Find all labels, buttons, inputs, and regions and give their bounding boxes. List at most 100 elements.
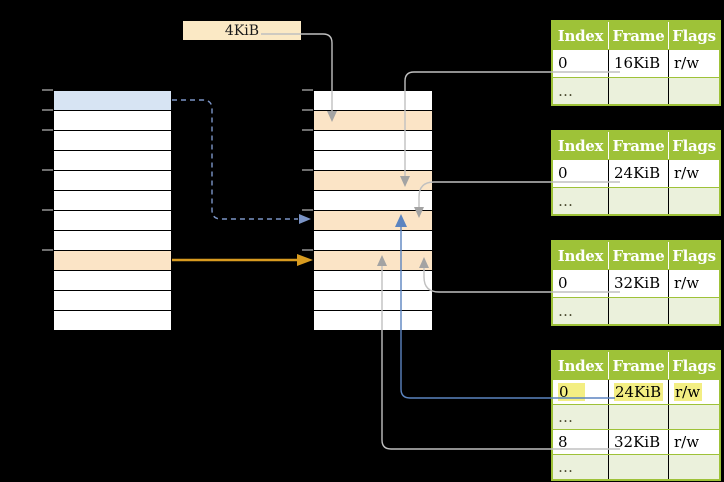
memory-cell-white [54,131,171,151]
table-cell: r/w [668,160,719,187]
table-cell [608,297,668,324]
memory-cell-white [54,271,171,291]
table-cell: 16KiB [608,50,668,77]
table-row: … [553,454,719,479]
table-cell [668,297,719,324]
arrow-virtual-to-physical-dashed [172,99,311,224]
table-cell: r/w [668,430,719,454]
table-cell [608,77,668,104]
column-header: Frame [608,242,668,269]
table-cell: … [558,191,573,210]
table-cell: 0 [558,274,568,293]
table-cell: … [558,408,573,426]
column-header: Flags [668,132,719,159]
table-cell [608,455,668,479]
table-cell: 32KiB [608,430,668,454]
table-row: … [553,186,719,214]
table-cell: … [558,81,573,100]
table-cell: 8 [558,433,568,451]
column-header: Index [557,136,604,155]
physical-memory-column [313,90,433,331]
highlighted-value: 24KiB [614,383,664,401]
table-cell: 0 [553,380,608,404]
address-tick [42,249,53,251]
memory-cell-white [54,211,171,231]
memory-cell-orange [314,211,432,231]
table-cell: … [558,301,573,320]
column-header: Frame [608,352,668,379]
page-size-text: 4KiB [224,22,260,39]
table-cell: 24KiB [608,160,668,187]
address-tick [302,109,313,111]
address-tick [42,109,53,111]
table-cell [668,455,719,479]
memory-cell-white [314,231,432,251]
memory-cell-white [54,111,171,131]
table-cell: r/w [668,270,719,297]
column-header: Flags [668,242,719,269]
memory-cell-blue [54,91,171,111]
address-tick [302,89,313,91]
column-header: Index [557,356,604,375]
column-header: Flags [668,22,719,49]
address-tick [302,129,313,131]
table-row: … [553,296,719,324]
address-tick [302,249,313,251]
highlighted-value: 0 [558,383,585,401]
memory-cell-white [314,311,432,330]
column-header: Index [557,246,604,265]
table-cell: 24KiB [608,380,668,404]
table-cell: r/w [668,380,719,404]
column-header: Frame [608,22,668,49]
table-cell [608,405,668,429]
memory-cell-white [54,291,171,311]
memory-cell-orange [314,111,432,131]
column-header: Flags [668,352,719,379]
table-cell: 0 [558,54,568,73]
virtual-memory-column [53,90,172,331]
memory-cell-orange [54,251,171,271]
table-row: 0 24KiB r/w [553,379,719,404]
memory-cell-white [54,231,171,251]
memory-cell-white [314,271,432,291]
table-cell: 32KiB [608,270,668,297]
table-cell: … [558,458,573,476]
memory-cell-white [314,91,432,111]
memory-cell-white [314,291,432,311]
address-tick [302,169,313,171]
memory-cell-white [54,191,171,211]
address-tick [42,129,53,131]
address-tick [302,209,313,211]
page-size-label: 4KiB [183,21,301,40]
address-tick [42,89,53,91]
table-cell [668,405,719,429]
table-cell [608,187,668,214]
table-row: … [553,404,719,429]
memory-cell-white [314,131,432,151]
table-cell: 0 [558,164,568,183]
memory-cell-white [54,311,171,330]
table-row: … [553,76,719,104]
highlighted-value: r/w [674,383,703,401]
memory-cell-white [314,151,432,171]
column-header: Index [557,26,604,45]
memory-cell-orange [314,171,432,191]
memory-cell-white [54,171,171,191]
memory-cell-white [314,191,432,211]
address-tick [42,209,53,211]
table-cell: r/w [668,50,719,77]
arrow-virtual-to-physical-orange [172,254,313,266]
address-tick [42,169,53,171]
table-cell [668,77,719,104]
